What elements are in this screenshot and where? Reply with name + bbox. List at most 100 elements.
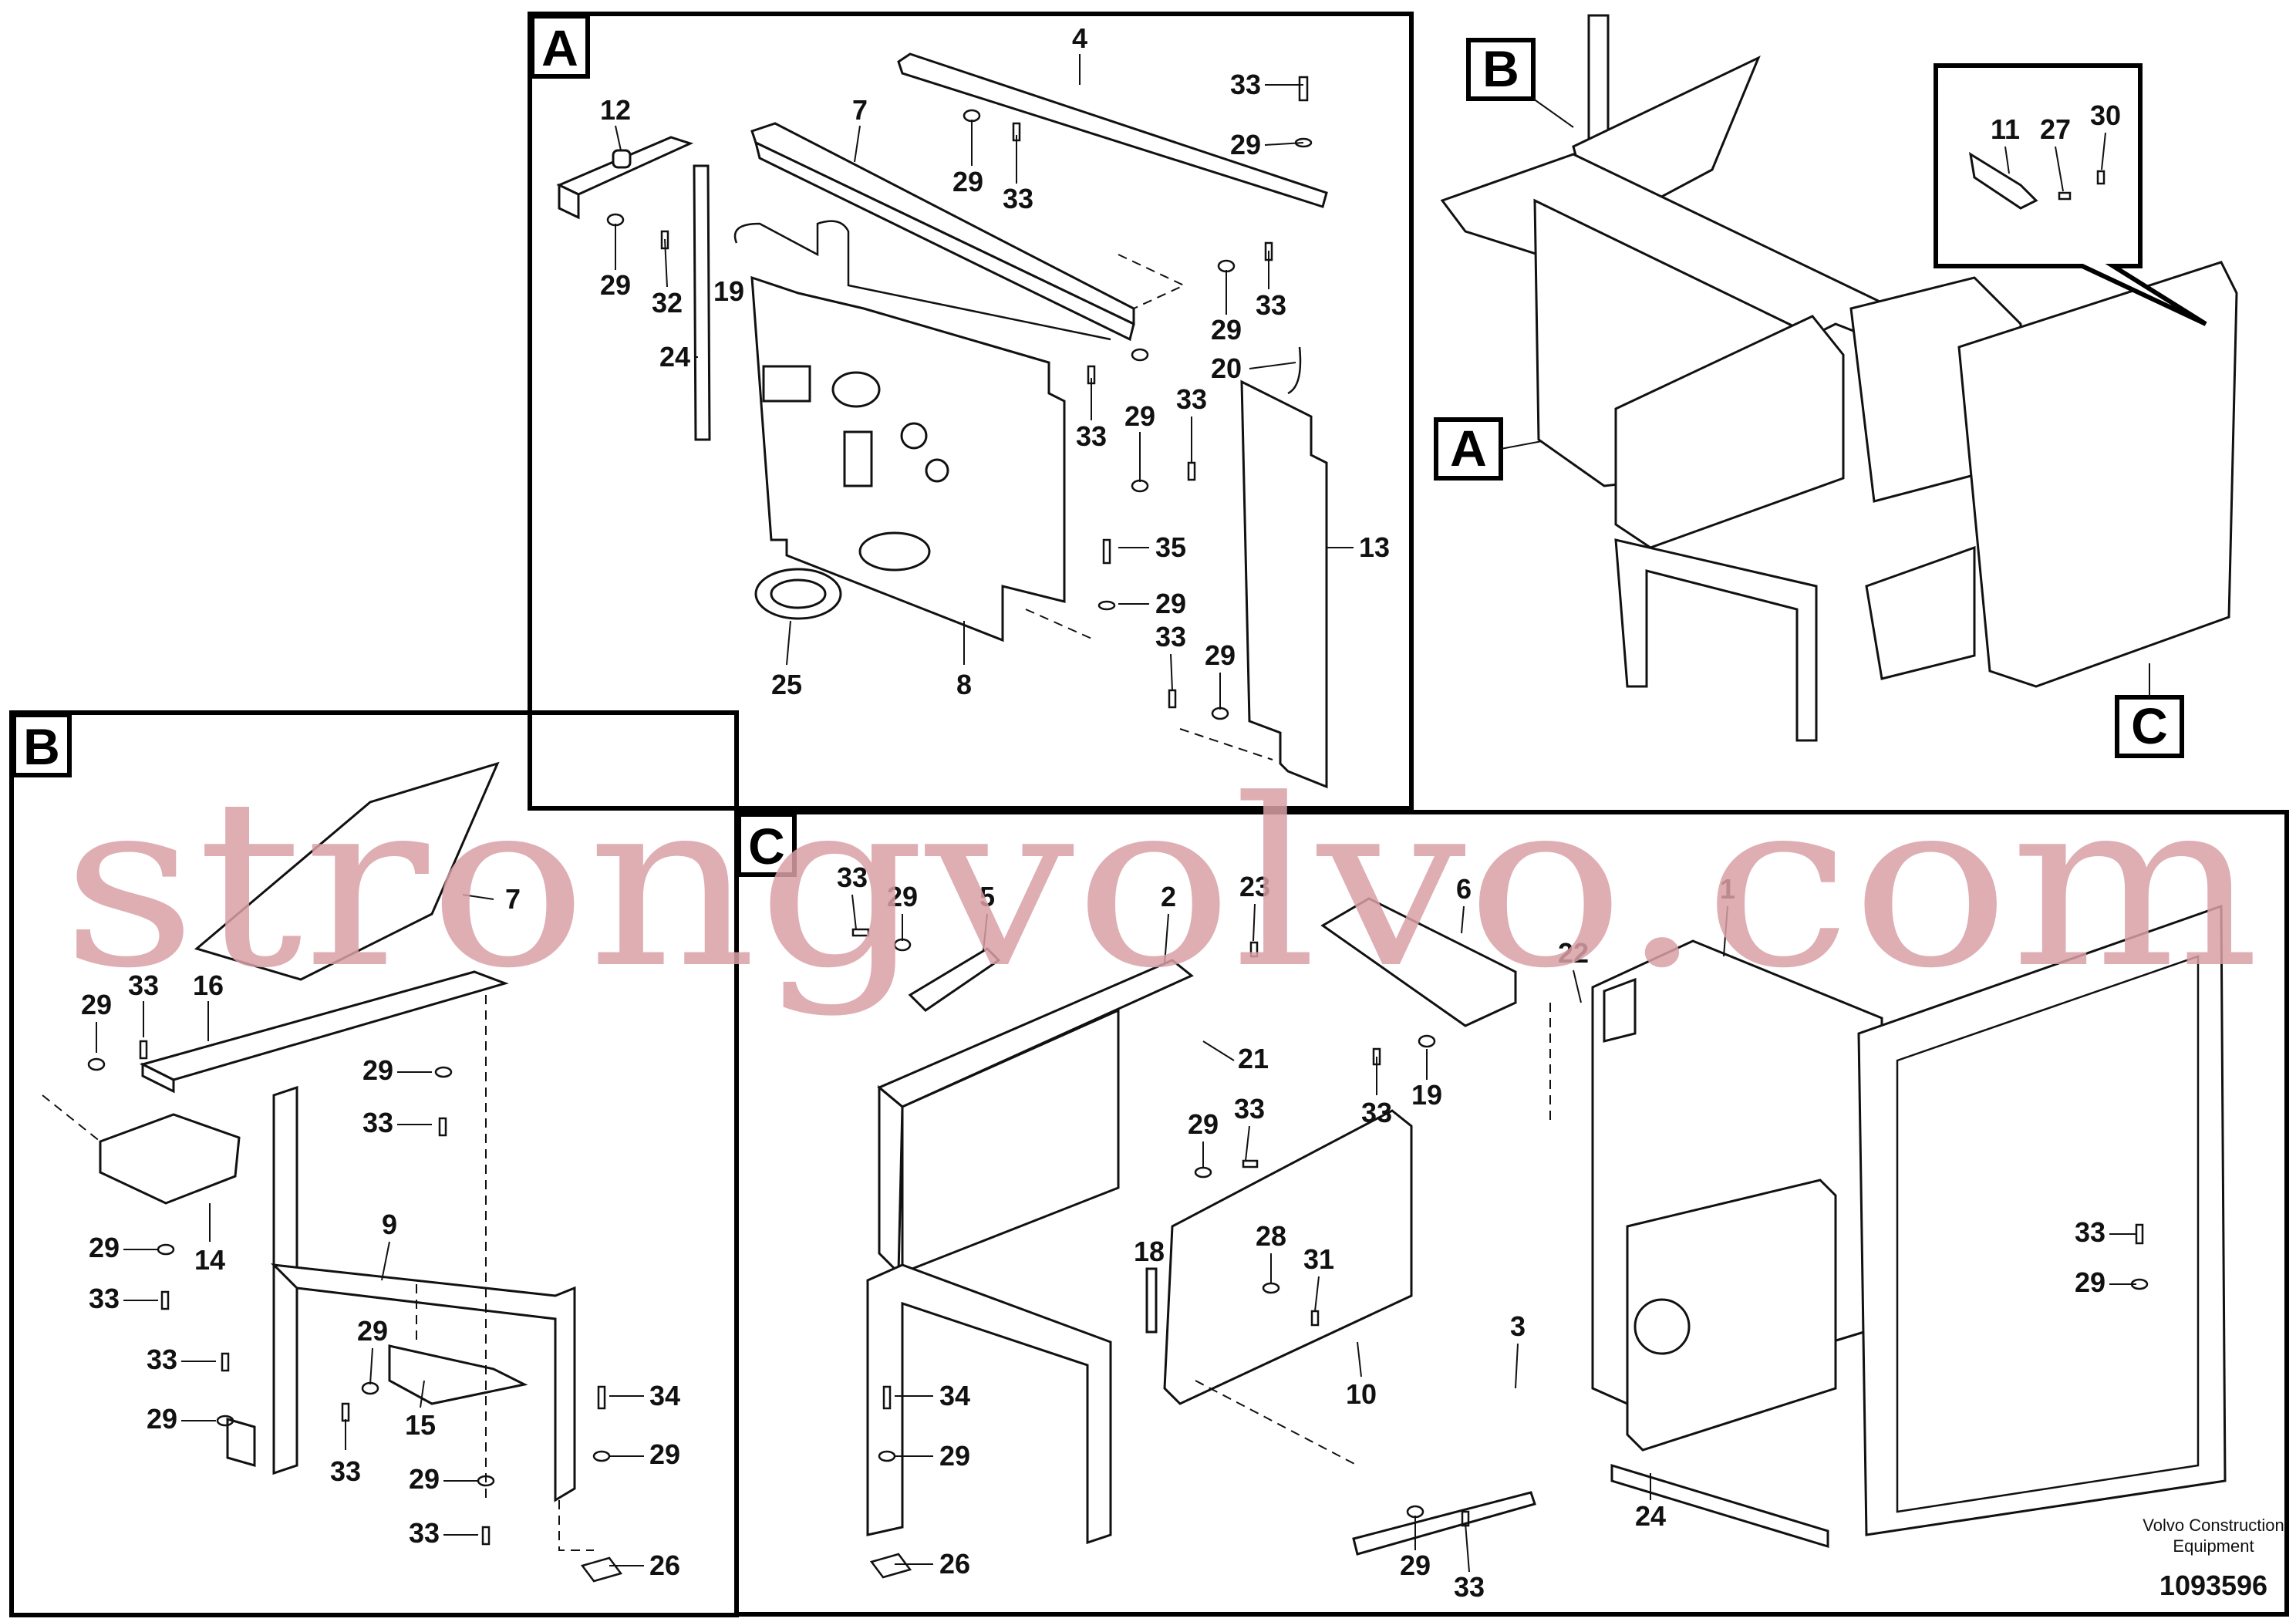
panel-8-slot xyxy=(843,430,873,487)
plate-15 xyxy=(388,1344,528,1405)
panel-b: B 7 16 29 33 29 33 14 29 33 9 33 2 xyxy=(9,710,739,1617)
callout-a-33-mid: 33 xyxy=(1003,183,1033,214)
panel-8-hole-large xyxy=(831,371,881,408)
callout-a-29-e: 29 xyxy=(1205,639,1236,671)
frame-left-post xyxy=(878,1084,904,1276)
callout-a-8: 8 xyxy=(956,669,972,700)
overview-tag-b-box xyxy=(1466,38,1536,101)
callout-a-24: 24 xyxy=(659,341,690,373)
callout-b-29-a: 29 xyxy=(81,989,112,1020)
callout-c-3: 3 xyxy=(1510,1310,1526,1342)
bracket-12 xyxy=(556,136,694,220)
overview-tag-c: C xyxy=(2131,697,2168,754)
grommet-25-inner xyxy=(770,578,827,609)
callout-a-12: 12 xyxy=(600,94,631,126)
overview-tag-a: A xyxy=(1450,420,1487,477)
callout-a-33-e: 33 xyxy=(1155,621,1186,653)
overview-legs xyxy=(1614,538,1818,742)
panel-c: C 33 29 5 2 23 6 1 22 21 xyxy=(734,810,2289,1617)
panel-8-hole xyxy=(925,458,949,483)
frame-9-foot xyxy=(226,1418,256,1467)
overview-tag-a-box xyxy=(1434,417,1503,481)
callout-b-33-f: 33 xyxy=(409,1517,440,1549)
callout-c-19: 19 xyxy=(1411,1079,1442,1111)
cover-6 xyxy=(1320,897,1517,1027)
callout-a-20: 20 xyxy=(1211,352,1242,384)
panel-a-tag: A xyxy=(541,19,578,76)
frame-panel-right-inner xyxy=(1896,955,2200,1513)
callout-c-29-e: 29 xyxy=(1400,1549,1431,1581)
strip-18 xyxy=(1145,1267,1158,1334)
callout-a-35: 35 xyxy=(1155,531,1186,563)
frame-panel-right xyxy=(1857,904,2227,1536)
fasteners-a xyxy=(606,76,1313,720)
callout-c-2: 2 xyxy=(1161,881,1176,912)
fasteners-b xyxy=(87,1040,623,1583)
callout-c-24: 24 xyxy=(1635,1500,1666,1532)
callout-c-33-a: 33 xyxy=(837,862,868,893)
callout-a-33-right: 33 xyxy=(1256,289,1286,321)
seat-bracket-7 xyxy=(194,761,500,981)
bracket-14 xyxy=(99,1113,241,1205)
callout-c-29-c: 29 xyxy=(2075,1266,2106,1298)
callout-c-33-d: 33 xyxy=(2075,1216,2106,1248)
callout-c-10: 10 xyxy=(1346,1378,1377,1410)
battery-box-hole xyxy=(1633,1298,1691,1355)
panel-7-face xyxy=(754,140,1135,342)
strip-24 xyxy=(693,164,711,441)
frame-9 xyxy=(270,1263,576,1502)
panel-8-oval-hole xyxy=(858,531,931,572)
callout-inset-30: 30 xyxy=(2090,99,2121,131)
callout-c-29-a: 29 xyxy=(887,881,918,912)
callout-a-29-mid: 29 xyxy=(952,166,983,197)
callout-b-29-f: 29 xyxy=(649,1438,680,1470)
callout-a-32: 32 xyxy=(652,287,683,319)
frame-side-panel xyxy=(901,1008,1120,1275)
bracket-5 xyxy=(908,947,1001,1012)
callout-inset-11: 11 xyxy=(1991,113,2020,145)
panel-a-frame xyxy=(528,12,1414,811)
callout-a-29-c: 29 xyxy=(1124,400,1155,432)
callout-a-13: 13 xyxy=(1359,531,1390,563)
callout-c-1: 1 xyxy=(1720,873,1735,905)
callout-c-18: 18 xyxy=(1134,1236,1165,1267)
panel-7-top xyxy=(750,122,1135,326)
panel-b-tag-box xyxy=(12,713,72,777)
panel-c-frame xyxy=(734,810,2289,1617)
hose-20 xyxy=(1287,346,1302,395)
callout-b-33-a: 33 xyxy=(128,969,159,1001)
panel-a-tag-box xyxy=(530,14,590,79)
callout-c-5: 5 xyxy=(979,881,995,912)
callout-c-22: 22 xyxy=(1558,937,1589,969)
panel-b-tag: B xyxy=(23,718,60,775)
callout-c-29-b: 29 xyxy=(1188,1108,1219,1140)
callout-b-14: 14 xyxy=(194,1244,225,1276)
callout-c-29-d: 29 xyxy=(939,1440,970,1472)
bar-3 xyxy=(1352,1491,1536,1556)
panel-8 xyxy=(750,275,1066,642)
callout-b-7: 7 xyxy=(505,883,521,915)
callout-b-34: 34 xyxy=(649,1380,680,1411)
battery-box xyxy=(1626,1179,1837,1452)
cover-13 xyxy=(1240,379,1328,789)
frame-legs xyxy=(866,1263,1112,1545)
fasteners-c xyxy=(851,928,2149,1579)
callout-b-26: 26 xyxy=(649,1549,680,1581)
callout-b-29-g: 29 xyxy=(409,1463,440,1495)
callout-c-21: 21 xyxy=(1238,1043,1269,1074)
callout-a-29-d: 29 xyxy=(1155,588,1186,619)
panel-a: A 4 xyxy=(528,12,1414,811)
callout-c-23: 23 xyxy=(1239,871,1270,902)
callout-a-33-top: 33 xyxy=(1230,69,1261,100)
overview-assembly: B A C 11 27 30 xyxy=(1434,14,2238,758)
bracket-22 xyxy=(1603,977,1637,1043)
callout-c-31: 31 xyxy=(1303,1243,1334,1275)
callout-a-19: 19 xyxy=(713,275,744,307)
callout-b-16: 16 xyxy=(193,969,224,1001)
plate-4 xyxy=(897,52,1328,208)
panel-10 xyxy=(1163,1109,1413,1405)
callout-a-25: 25 xyxy=(771,669,802,700)
overview-box xyxy=(1865,545,1976,680)
strip-24-c xyxy=(1610,1463,1829,1549)
